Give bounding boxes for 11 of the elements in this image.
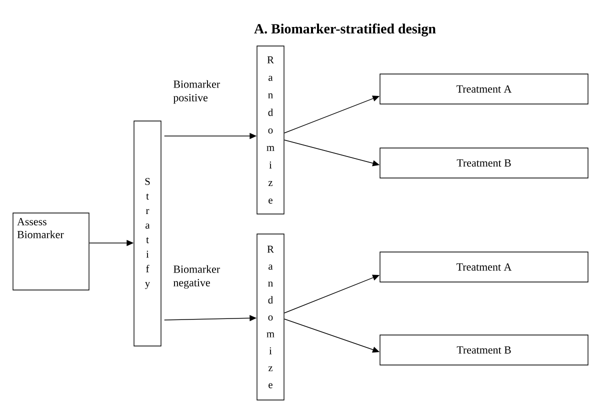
process-box: Assess Biomarker xyxy=(12,212,90,290)
title: A. Biomarker-stratified design xyxy=(254,24,436,36)
edge-label: Biomarker positive xyxy=(173,80,220,104)
vertical-box: Stratify xyxy=(134,120,162,346)
vertical-box: Randomize xyxy=(256,46,284,214)
treatment-box: Treatment B xyxy=(380,334,588,366)
treatment-box: Treatment A xyxy=(380,252,588,282)
vertical-box: Randomize xyxy=(256,234,284,400)
treatment-box: Treatment B xyxy=(380,148,588,178)
treatment-box: Treatment A xyxy=(380,74,588,104)
edge-label: Biomarker negative xyxy=(173,265,220,289)
